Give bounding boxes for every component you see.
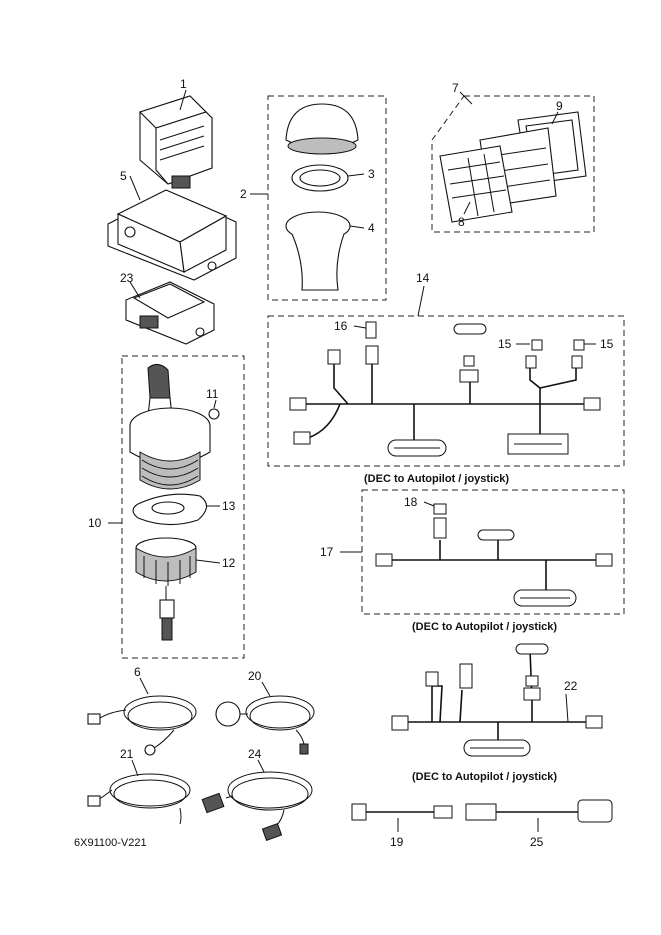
callout-10: 10 (88, 516, 102, 530)
callout-22: 22 (564, 679, 578, 693)
leader-lines (108, 89, 596, 832)
callout-7: 7 (452, 81, 459, 95)
callout-2: 2 (240, 187, 247, 201)
part-25-cable (465, 799, 613, 823)
part-10-joystick (129, 364, 211, 490)
part-20-cable (215, 695, 315, 755)
part-23-module (125, 281, 215, 345)
callout-23: 23 (120, 271, 134, 285)
callout-3: 3 (368, 167, 375, 181)
part-2-dome-cap (285, 103, 359, 155)
callout-9: 9 (556, 99, 563, 113)
group-box-14 (267, 315, 625, 467)
callout-4: 4 (368, 221, 375, 235)
callout-6: 6 (134, 665, 141, 679)
callout-24: 24 (248, 747, 262, 761)
joystick-cable-plug (159, 586, 175, 641)
callout-11: 11 (206, 387, 219, 401)
callout-12: 12 (222, 556, 236, 570)
callout-25: 25 (530, 835, 544, 849)
callout-18: 18 (404, 495, 418, 509)
part-12-lock-ring (135, 537, 197, 586)
group-box-2 (267, 95, 387, 301)
callout-13: 13 (222, 499, 236, 513)
callout-labels: 1 5 23 2 3 4 7 9 8 14 16 15 15 11 13 12 … (88, 77, 614, 849)
part-13-gasket (132, 493, 208, 526)
callout-17: 17 (320, 545, 334, 559)
callout-16: 16 (334, 319, 348, 333)
part-24-cable (201, 771, 313, 842)
group-box-17 (361, 489, 625, 615)
caption-harness-14: (DEC to Autopilot / joystick) (364, 473, 509, 485)
part-21-cable (87, 773, 191, 825)
part-6-cable (87, 695, 197, 756)
part-5-module-box (107, 189, 237, 281)
group-box-10 (121, 355, 245, 659)
part-8-display-panel (439, 145, 513, 223)
callout-8: 8 (458, 215, 465, 229)
part-4-knob (285, 211, 351, 291)
caption-harness-17: (DEC to Autopilot / joystick) (412, 621, 557, 633)
callout-19: 19 (390, 835, 404, 849)
part-1-control-unit (138, 95, 213, 189)
callout-15-right: 15 (600, 337, 614, 351)
diagram-code: 6X91100-V221 (74, 837, 147, 849)
part-11-nut (208, 408, 220, 420)
part-17-wire-harness (375, 503, 613, 607)
callout-20: 20 (248, 669, 262, 683)
part-22-wire-harness (391, 643, 603, 757)
caption-harness-22: (DEC to Autopilot / joystick) (412, 771, 557, 783)
part-14-wire-harness (289, 321, 601, 457)
callout-1: 1 (180, 77, 187, 91)
callout-14: 14 (416, 271, 430, 285)
part-19-cable (351, 803, 453, 821)
callout-15-left: 15 (498, 337, 512, 351)
callout-21: 21 (120, 747, 134, 761)
callout-5: 5 (120, 169, 127, 183)
part-3-ring (291, 164, 349, 192)
